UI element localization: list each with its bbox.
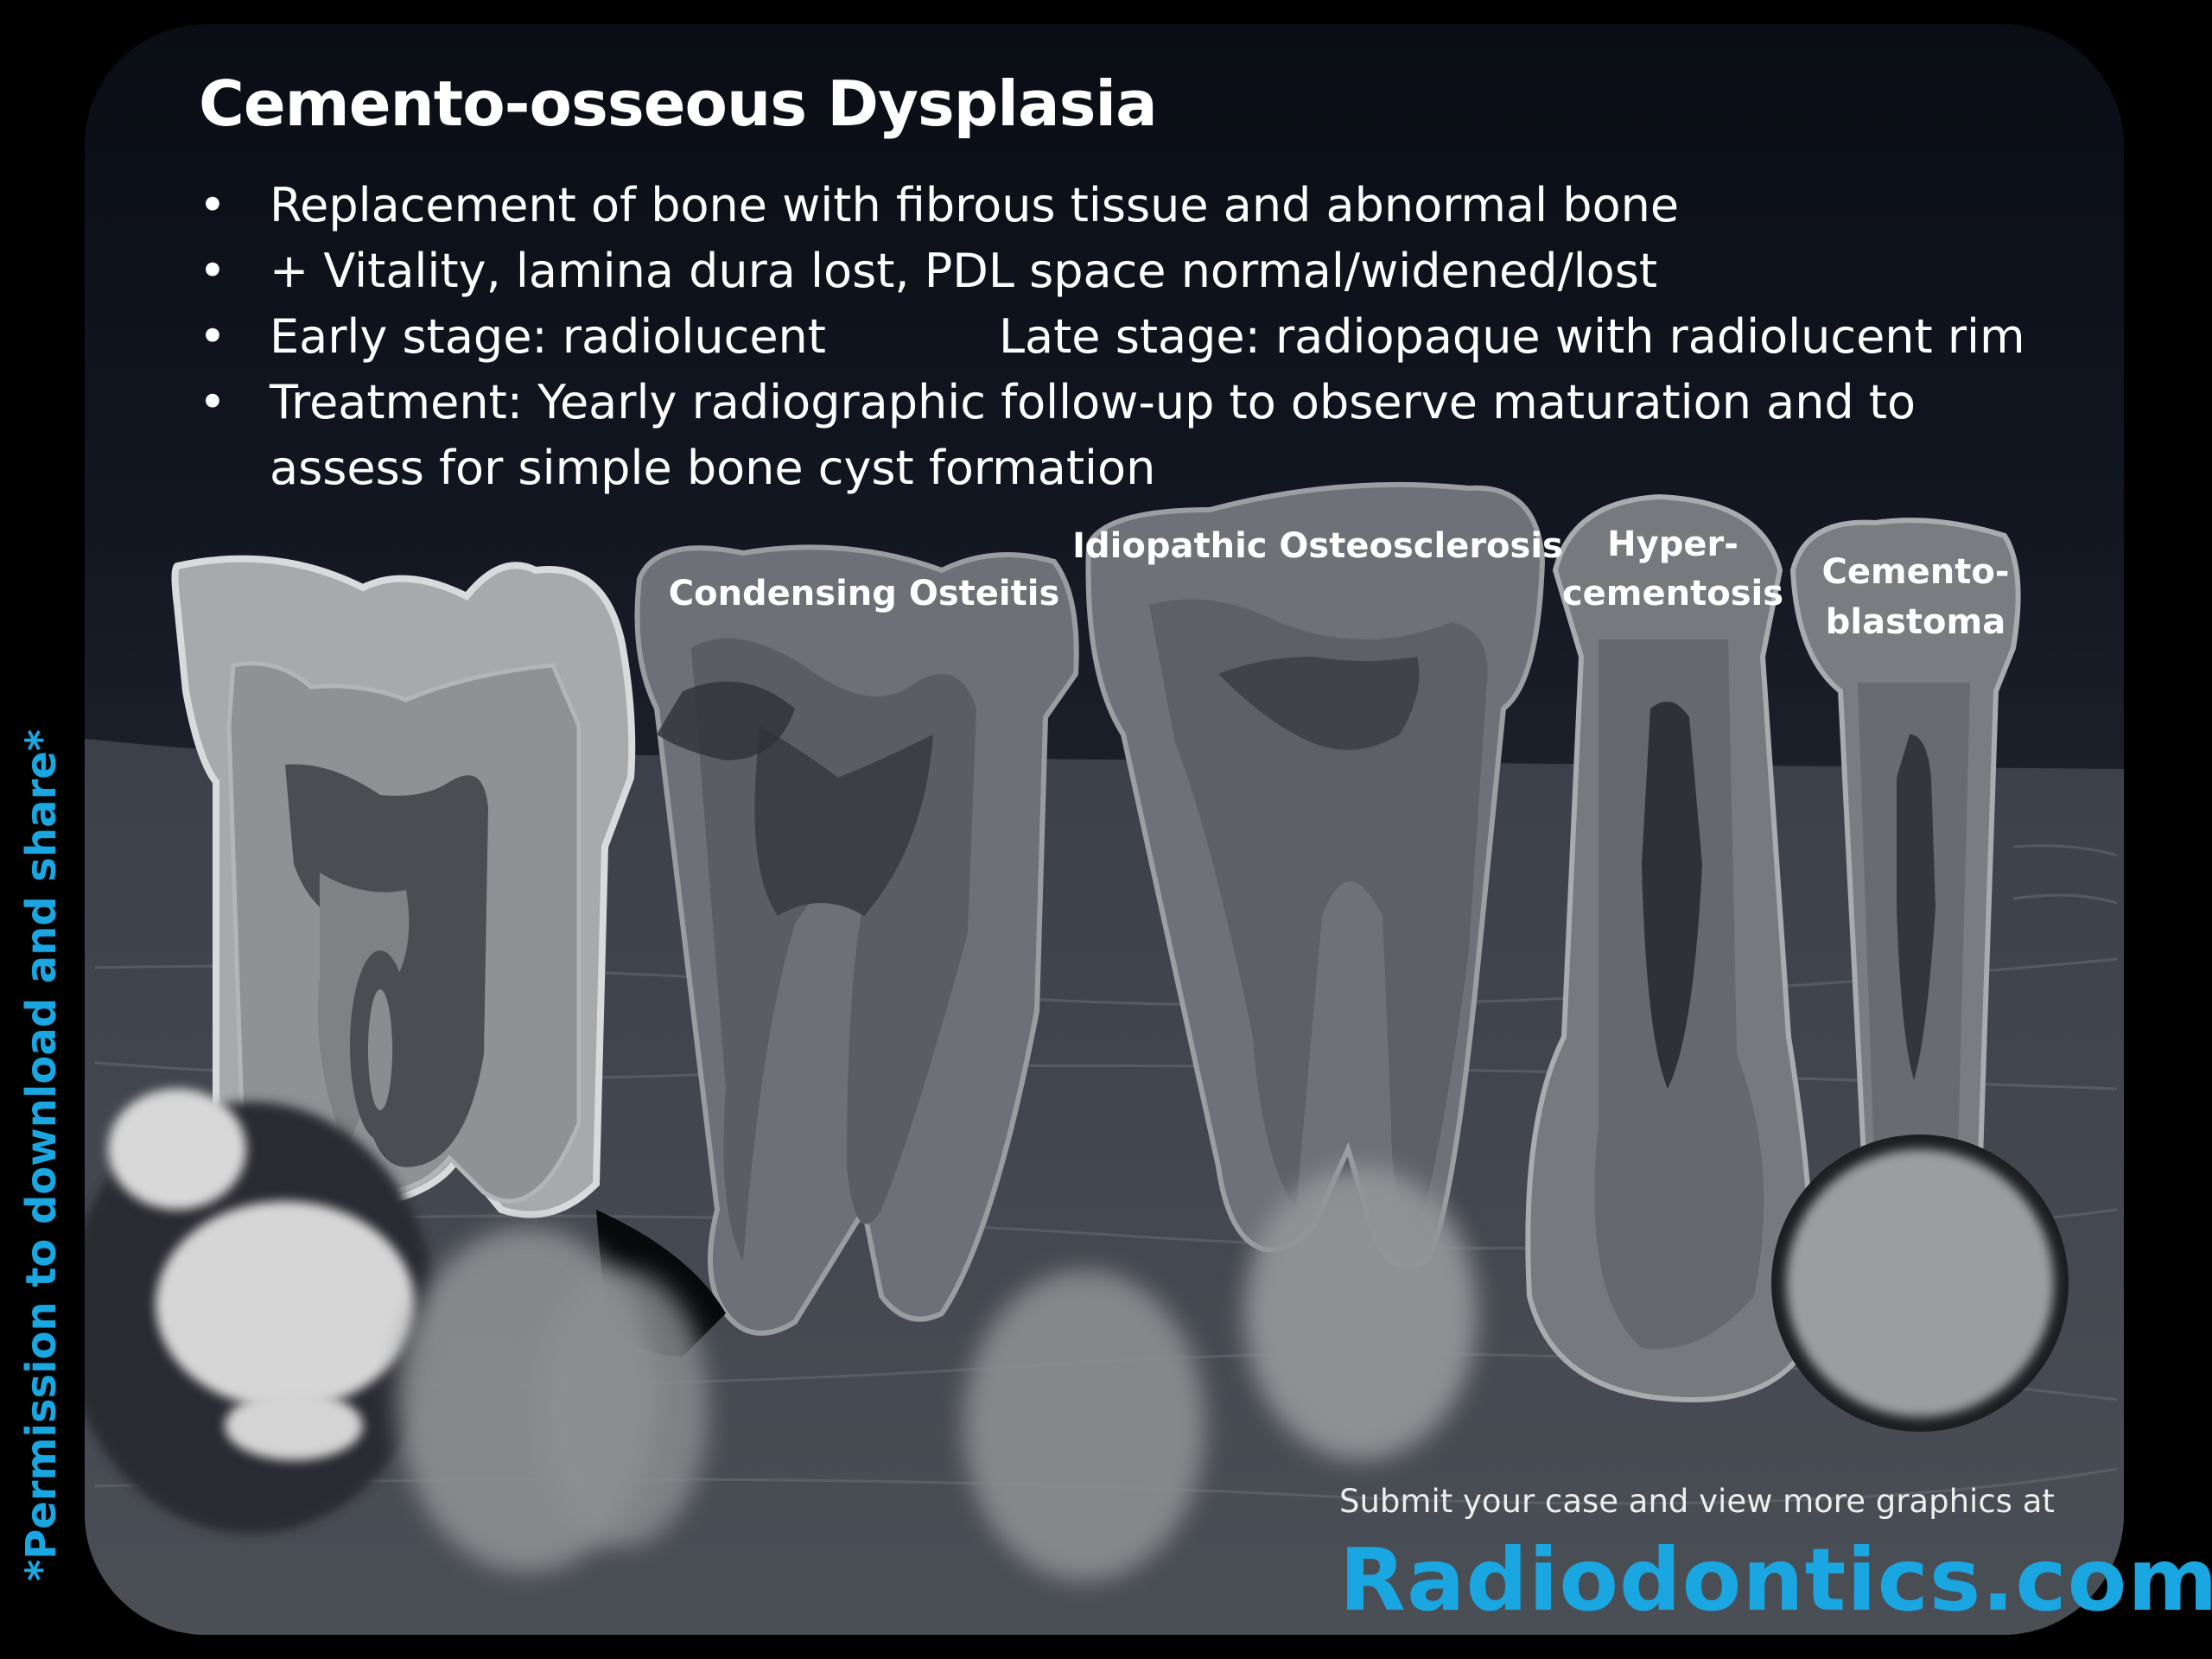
label-cementoblastoma-line1: Cemento- — [1822, 552, 2010, 592]
hypercementosis-tooth — [1525, 493, 1815, 1403]
molar-tooth — [171, 555, 636, 1218]
bullet-text-late: Late stage: radiopaque with radiolucent … — [998, 309, 2025, 364]
idiopathic-osteosclerosis-mass — [1244, 1166, 1478, 1460]
bullet-item: • Treatment: Yearly radiographic follow-u… — [199, 370, 2056, 501]
bullet-dot: • — [199, 375, 226, 429]
label-condensing-osteitis: Condensing Osteitis — [669, 574, 1060, 613]
bullet-dot: • — [199, 178, 226, 232]
bullet-text: Replacement of bone with fibrous tissue … — [270, 178, 1680, 232]
bullet-text-early: Early stage: radiolucent — [270, 309, 826, 364]
condensing-osteitis-tooth — [596, 544, 1079, 1357]
cementoblastoma-tooth — [1771, 518, 2069, 1432]
bullet-item: • Early stage: radiolucent Late stage: rad… — [199, 304, 2056, 370]
bullet-text: + Vitality, lamina dura lost, PDL space … — [270, 244, 1658, 298]
page-title: Cemento-osseous Dysplasia — [199, 67, 1158, 140]
bullet-dot: • — [199, 244, 226, 298]
site-link[interactable]: Radiodontics.com — [1339, 1529, 2212, 1630]
radiograph-panel: Condensing Osteitis Idiopathic Osteoscle… — [85, 24, 2124, 1635]
label-idiopathic-osteosclerosis: Idiopathic Osteosclerosis — [1072, 526, 1563, 566]
dental-illustration: Condensing Osteitis Idiopathic Osteoscle… — [85, 481, 2124, 1635]
label-cementoblastoma-line2: blastoma — [1826, 602, 2005, 642]
bullet-item: • Replacement of bone with fibrous tissue… — [199, 173, 2056, 238]
bullet-dot: • — [199, 309, 226, 364]
permission-note: *Permission to download and share* — [17, 729, 66, 1581]
bullet-item: • + Vitality, lamina dura lost, PDL space… — [199, 238, 2056, 304]
cemento-osseous-lesion — [85, 1089, 436, 1534]
label-hypercementosis-line2: cementosis — [1562, 574, 1783, 613]
label-hypercementosis-line1: Hyper- — [1607, 524, 1738, 564]
idiopathic-osteosclerosis-tooth — [1085, 481, 1546, 1269]
bullet-text: Treatment: Yearly radiographic follow-up… — [270, 375, 1916, 495]
bullet-list: • Replacement of bone with fibrous tissue… — [199, 173, 2056, 501]
footer-submit-text: Submit your case and view more graphics … — [1339, 1483, 2055, 1520]
